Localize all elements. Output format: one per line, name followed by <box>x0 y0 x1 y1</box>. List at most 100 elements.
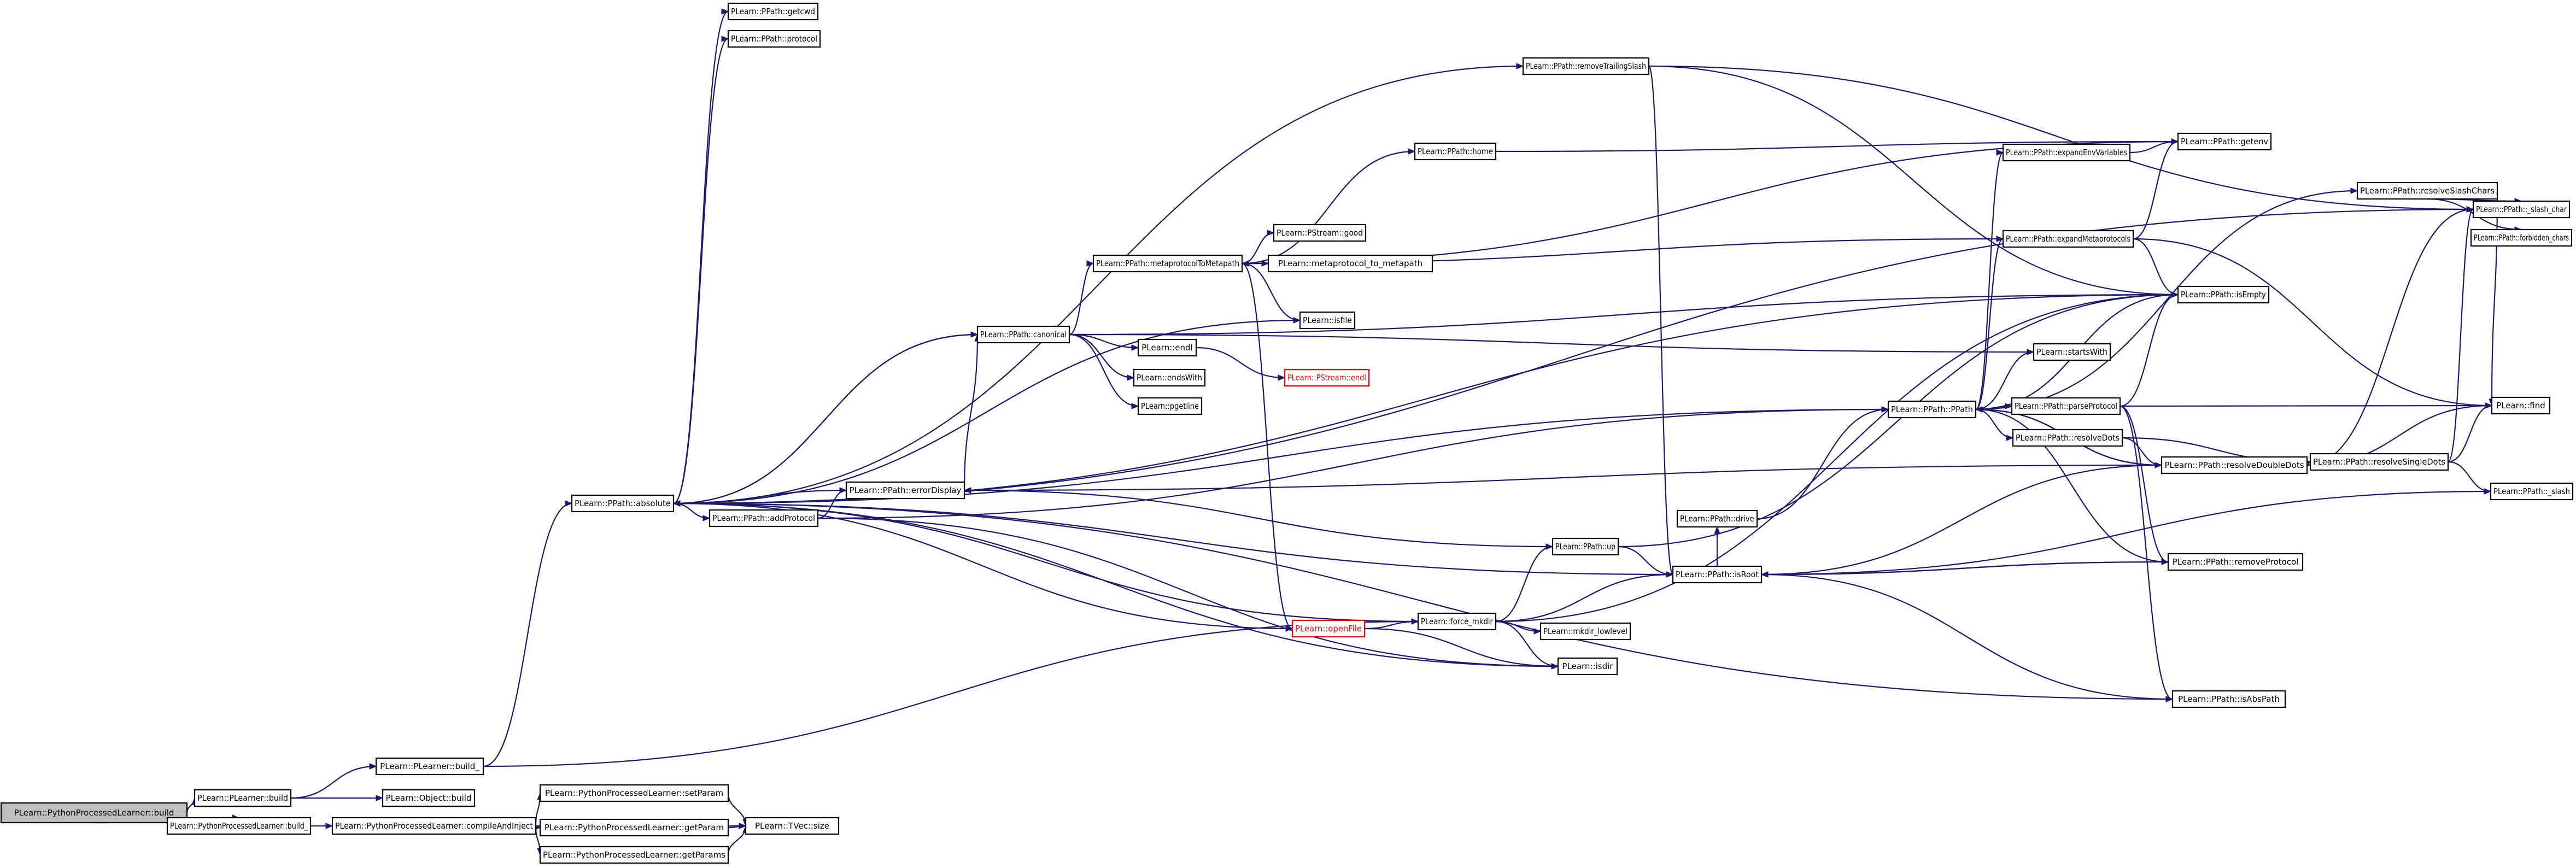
node-plearn-ppath-removetrailingslash[interactable]: PLearn::PPath::removeTrailingSlash <box>1522 57 1650 75</box>
node-plearn-ppath-protocol[interactable]: PLearn::PPath::protocol <box>727 30 821 48</box>
edge-line <box>2122 437 2162 466</box>
node-box <box>2011 397 2121 415</box>
edge-line <box>483 502 572 767</box>
node-plearn-force-mkdir[interactable]: PLearn::force_mkdir <box>1417 612 1497 631</box>
node-plearn-ppath-isabspath[interactable]: PLearn::PPath::isAbsPath <box>2171 690 2286 708</box>
node-plearn-startswith[interactable]: PLearn::startsWith <box>2033 343 2111 361</box>
node-plearn-pstream-endl[interactable]: PLearn::PStream::endl <box>1284 368 1370 387</box>
node-plearn-plearner-build[interactable]: PLearn::PLearner::build_ <box>375 757 484 776</box>
node-plearn-ppath-forbidden-chars[interactable]: PLearn::PPath::forbidden_chars <box>2470 228 2573 247</box>
node-plearn-pythonprocessedlearner-setparam[interactable]: PLearn::PythonProcessedLearner::setParam <box>539 784 729 802</box>
edge-absolute-to-isabspath <box>673 502 2174 702</box>
node-plearn-mkdir-lowlevel[interactable]: PLearn::mkdir_lowlevel <box>1539 622 1631 641</box>
arrowhead <box>839 487 847 494</box>
node-plearn-tvec-size[interactable]: PLearn::TVec::size <box>745 817 840 835</box>
node-plearn-metaprotocol-to-metapath[interactable]: PLearn::metaprotocol_to_metapath <box>1267 254 1433 273</box>
node-plearn-ppath-expandmetaprotocols[interactable]: PLearn::PPath::expandMetaprotocols <box>2002 230 2134 248</box>
node-label: PLearn::PPath::protocol <box>731 34 817 44</box>
edge-line <box>2306 208 2474 466</box>
node-label: PLearn::PStream::good <box>1277 228 1363 238</box>
node-plearn-ppath-getenv[interactable]: PLearn::PPath::getenv <box>2177 132 2272 151</box>
node-plearn-openfile[interactable]: PLearn::openFile <box>1291 619 1366 638</box>
node-box <box>1522 57 1650 75</box>
node-box <box>1414 142 1497 161</box>
node-plearn-endl[interactable]: PLearn::endl <box>1137 338 1197 357</box>
node-plearn-ppath-parseprotocol[interactable]: PLearn::PPath::parseProtocol <box>2011 397 2121 415</box>
node-plearn-ppath-isroot[interactable]: PLearn::PPath::isRoot <box>1672 565 1763 584</box>
node-box <box>2309 453 2449 471</box>
node-plearn-ppath-resolvedots[interactable]: PLearn::PPath::resolveDots <box>2012 429 2123 447</box>
node-plearn-ppath-slash-char[interactable]: PLearn::PPath::_slash_char <box>2472 200 2571 219</box>
node-plearn-pythonprocessedlearner-compileandinject[interactable]: PLearn::PythonProcessedLearner::compileA… <box>331 817 537 835</box>
node-plearn-pythonprocessedlearner-getparams[interactable]: PLearn::PythonProcessedLearner::getParam… <box>539 846 729 864</box>
edge-line <box>1648 65 2179 296</box>
node-label: PLearn::PPath::resolveDots <box>2016 433 2120 443</box>
node-plearn-ppath-absolute[interactable]: PLearn::PPath::absolute <box>571 494 675 513</box>
node-plearn-pgetline[interactable]: PLearn::pgetline <box>1137 397 1203 415</box>
node-plearn-pythonprocessedlearner-getparam[interactable]: PLearn::PythonProcessedLearner::getParam <box>539 818 729 837</box>
node-plearn-isdir[interactable]: PLearn::isdir <box>1557 657 1618 676</box>
node-plearn-ppath-addprotocol[interactable]: PLearn::PPath::addProtocol <box>709 509 819 527</box>
edge-absolute-to-canonical <box>673 331 979 505</box>
node-label: PLearn::PPath::removeTrailingSlash <box>1526 61 1646 71</box>
node-box <box>1672 565 1763 584</box>
edge-resolvedouble-to-isroot <box>1760 464 2162 578</box>
node-plearn-endswith[interactable]: PLearn::endsWith <box>1133 368 1206 387</box>
edge-line <box>483 620 1419 767</box>
node-box <box>1557 657 1618 676</box>
node-box <box>727 2 819 21</box>
edge-line <box>1975 238 2004 410</box>
node-plearn-ppath-up[interactable]: PLearn::PPath::up <box>1552 537 1619 556</box>
arrowhead <box>1996 149 2004 156</box>
edge-line <box>673 502 2173 700</box>
node-box <box>1284 368 1370 387</box>
edge-resolvedots-to-resolvedouble <box>2122 437 2163 468</box>
node-plearn-ppath-ppath[interactable]: PLearn::PPath::PPath <box>1887 400 1977 419</box>
node-plearn-ppath-isempty[interactable]: PLearn::PPath::isEmpty <box>2177 285 2270 304</box>
node-box <box>1676 509 1758 528</box>
node-plearn-ppath-metaprotocoltometapath[interactable]: PLearn::PPath::metaprotocolToMetapath <box>1092 254 1243 273</box>
node-plearn-pythonprocessedlearner-build[interactable]: PLearn::PythonProcessedLearner::build_ <box>166 817 312 835</box>
node-plearn-ppath-expandenvvariables[interactable]: PLearn::PPath::expandEnvVariables <box>2002 143 2131 162</box>
arrowhead <box>1411 618 1419 625</box>
node-plearn-isfile[interactable]: PLearn::isfile <box>1299 311 1356 330</box>
node-plearn-ppath-slash[interactable]: PLearn::PPath::_slash <box>2490 482 2574 501</box>
node-plearn-ppath-resolveslashchars[interactable]: PLearn::PPath::resolveSlashChars <box>2356 181 2498 200</box>
edge-absolute-to-removetrailing <box>673 63 1524 505</box>
node-plearn-object-build[interactable]: PLearn::Object::build <box>382 789 476 807</box>
node-box <box>539 784 729 802</box>
node-box <box>1267 254 1433 273</box>
arrowhead <box>2484 488 2492 495</box>
edge-parseprotocol-to-removeprotocol <box>2120 405 2169 565</box>
edge-line <box>1975 190 2358 410</box>
node-label: PLearn::PPath::forbidden_chars <box>2474 233 2569 243</box>
edge-resolvedouble-to-slash_char <box>2306 206 2474 466</box>
node-plearn-ppath-resolvedoubledots[interactable]: PLearn::PPath::resolveDoubleDots <box>2161 456 2308 474</box>
arrowhead <box>1131 403 1139 409</box>
node-plearn-ppath-getcwd[interactable]: PLearn::PPath::getcwd <box>727 2 819 21</box>
node-plearn-ppath-canonical[interactable]: PLearn::PPath::canonical <box>976 325 1070 344</box>
edge-meta2path-to-isfile <box>1242 262 1301 324</box>
edge-line <box>1975 351 2034 410</box>
node-plearn-pythonprocessedlearner-build[interactable]: PLearn::PythonProcessedLearner::build <box>0 802 188 824</box>
node-plearn-ppath-drive[interactable]: PLearn::PPath::drive <box>1676 509 1758 528</box>
node-plearn-find[interactable]: PLearn::find <box>2491 396 2551 415</box>
edge-line <box>2448 404 2492 463</box>
node-label: PLearn::endl <box>1141 343 1193 353</box>
node-plearn-pstream-good[interactable]: PLearn::PStream::good <box>1273 224 1367 242</box>
node-plearn-ppath-errordisplay[interactable]: PLearn::PPath::errorDisplay <box>845 481 965 500</box>
node-plearn-ppath-home[interactable]: PLearn::PPath::home <box>1414 142 1497 161</box>
edge-absolute-to-protocol <box>673 36 729 505</box>
node-plearn-ppath-removeprotocol[interactable]: PLearn::PPath::removeProtocol <box>2167 553 2304 571</box>
edge-isroot-to-removeprotocol <box>1761 559 2169 576</box>
edge-meta2path-to-openfile <box>1242 262 1293 632</box>
edge-line <box>673 10 729 505</box>
arrowhead <box>2485 402 2493 409</box>
node-plearn-plearner-build[interactable]: PLearn::PLearner::build <box>194 789 292 807</box>
edge-line <box>1069 333 1134 379</box>
arrowhead <box>2006 435 2014 441</box>
node-box <box>2167 553 2304 571</box>
node-plearn-ppath-resolvesingledots[interactable]: PLearn::PPath::resolveSingleDots <box>2309 453 2449 471</box>
edge-ppath-to-startswith <box>1975 349 2035 410</box>
